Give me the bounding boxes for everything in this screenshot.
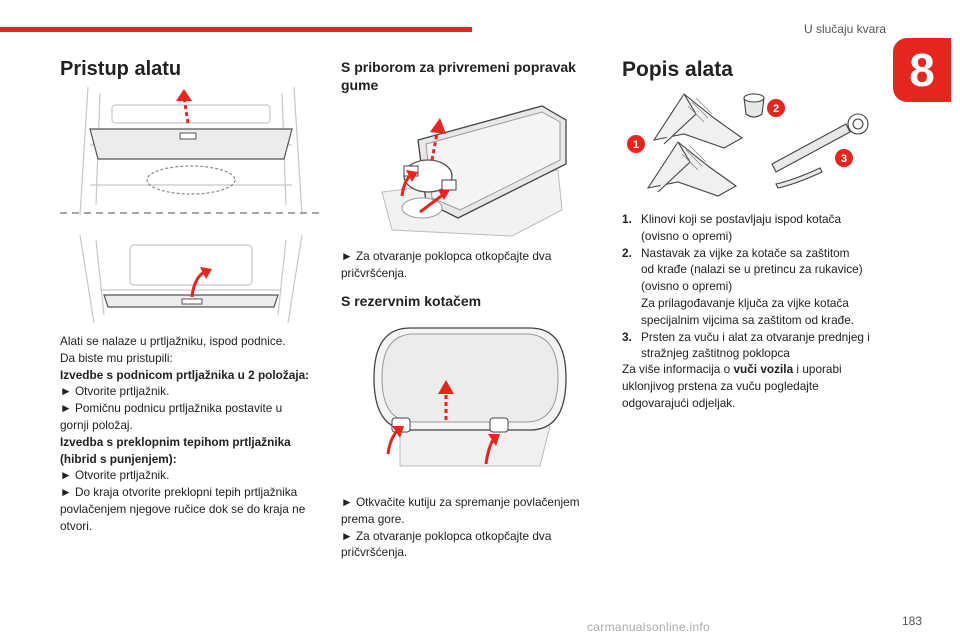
section-title-spare-wheel: S rezervnim kotačem <box>341 293 482 309</box>
list-item: 1. Klinovi koji se postavljaju ispod kot… <box>622 212 841 243</box>
tool-list: 1. Klinovi koji se postavljaju ispod kot… <box>622 211 892 362</box>
section-title-repair-kit: S priborom za privremeni popravak gume <box>341 59 576 93</box>
page-number: 183 <box>901 614 922 628</box>
chapter-title: U slučaju kvara <box>803 22 886 36</box>
tool-list-illustration: 2 1 3 <box>627 93 869 197</box>
section-title-tool-list: Popis alata <box>622 58 733 81</box>
spare-wheel-illustration <box>373 327 567 467</box>
top-accent-bar <box>0 27 472 32</box>
list-item: 2. Nastavak za vijke za kotače sa zaštit… <box>622 245 863 327</box>
chapter-number-badge: 8 <box>893 38 951 102</box>
trunk-illustration <box>60 86 322 324</box>
spare-wheel-text: ► Otkvačite kutiju za spremanje povlačen… <box>341 495 580 560</box>
callout-2: 2 <box>773 103 779 115</box>
list-item: 3. Prsten za vuču i alat za otvaranje pr… <box>622 329 870 361</box>
tool-access-text: Alati se nalaze u prtljažniku, ispod pod… <box>60 334 310 533</box>
repair-kit-text: ► Za otvaranje poklopca otkopčajte dva p… <box>341 249 552 280</box>
repair-kit-illustration <box>381 105 567 237</box>
callout-3: 3 <box>841 153 847 165</box>
more-info-text: Za više informacija o vuči vozila i upor… <box>622 362 842 410</box>
callout-1: 1 <box>633 139 639 151</box>
section-title-tool-access: Pristup alatu <box>60 58 182 80</box>
watermark: carmanualsonline.info <box>587 620 711 634</box>
